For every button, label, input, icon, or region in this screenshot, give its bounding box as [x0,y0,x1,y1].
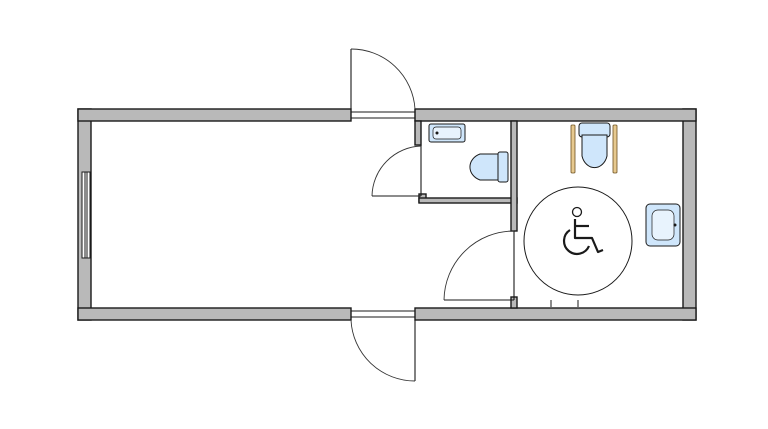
toilet-icon [469,151,509,183]
bottom-wall-right [414,307,697,321]
small-toilet-jamb [414,120,422,146]
sink-icon [645,203,681,247]
partition-walls [414,120,518,309]
right-wall [682,108,697,321]
door-swing-icon [350,48,416,121]
bottom-wall-left [77,307,352,321]
toilet-icon [578,122,611,169]
grab-bar-icon [550,300,579,307]
sink-icon [428,123,466,143]
door-swing-icon [371,145,422,197]
wheelchair-icon [523,186,633,296]
grab-bar-icon [570,124,576,174]
window-icon [81,171,91,259]
middle-partition [510,120,518,232]
small-toilet-bottom-right [418,197,518,204]
top-wall-right [414,108,697,122]
door-swing-icon [443,230,515,301]
door-swing-icon [350,310,416,382]
outer-walls [77,108,697,321]
grab-bar-icon [612,124,618,174]
top-wall-left [77,108,352,122]
